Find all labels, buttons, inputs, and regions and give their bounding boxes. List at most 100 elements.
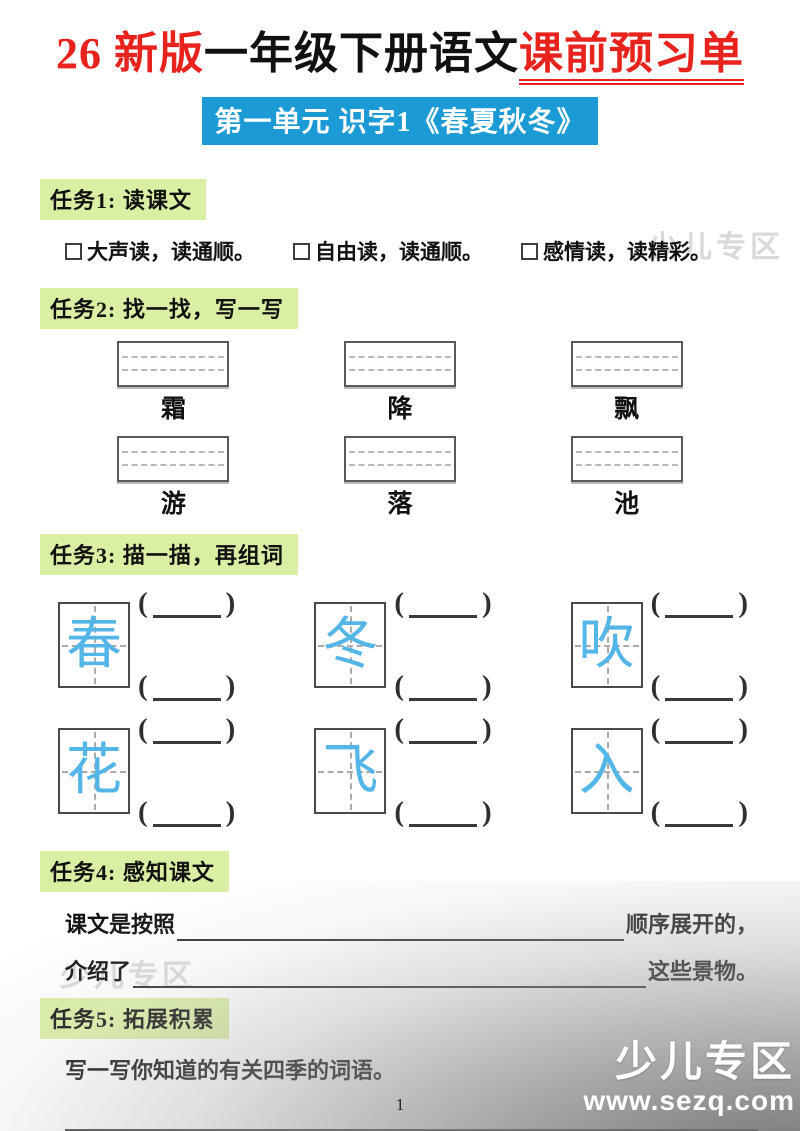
tianzige-box: 冬 (314, 602, 387, 688)
task2-header: 任务2: 找一找，写一写 (40, 288, 298, 329)
paren-open: ( (650, 670, 661, 702)
unit-banner: 第一单元 识字1《春夏秋冬》 (202, 97, 598, 145)
unit-banner-row: 第一单元 识字1《春夏秋冬》 (0, 97, 800, 145)
pinyin-writing-box (117, 341, 230, 387)
fill-in-blank (133, 962, 646, 988)
task1-item-3: 感情读，读精彩。 (521, 236, 711, 266)
pinyin-writing-box (117, 435, 230, 482)
word-blanks: () () (138, 715, 235, 827)
page-number: 1 (395, 1095, 405, 1114)
pinyin-writing-box (344, 435, 456, 482)
task1-checkbox-row: 大声读，读通顺。 自由读，读通顺。 感情读，读精彩。 (65, 236, 800, 266)
paren-close: ) (225, 670, 236, 702)
task3-unit: 春 () () (58, 589, 235, 701)
task2-cell: 飘 (513, 341, 740, 424)
paren-open: ( (394, 713, 404, 745)
trace-character: 花 (66, 740, 122, 802)
task3-unit: 冬 () () (314, 587, 492, 702)
task2-character: 降 (387, 396, 413, 423)
task4-sentence-2: 介绍了 这些景物。 (65, 955, 758, 988)
paren-close: ) (738, 713, 748, 745)
task3-unit: 入 () () (570, 713, 748, 828)
task1-item-label: 感情读，读精彩。 (543, 240, 711, 264)
task4-sentence-1: 课文是按照 顺序展开的， (65, 908, 758, 941)
tianzige-box: 花 (58, 728, 130, 814)
paren-open: ( (394, 796, 404, 828)
task2-character: 池 (614, 490, 640, 518)
trace-character: 飞 (322, 740, 379, 802)
trace-character: 入 (578, 740, 635, 802)
sentence-prefix: 介绍了 (65, 959, 132, 984)
trace-character: 春 (66, 614, 122, 676)
checkbox-icon (293, 242, 310, 260)
task3-trace-grid: 春 () () 冬 () () (58, 589, 748, 827)
word-blank-line (665, 594, 734, 618)
word-blanks: () () (138, 589, 235, 701)
paren-close: ) (482, 796, 492, 828)
title-sheet-type: 课前预习单 (519, 29, 744, 85)
paren-open: ( (138, 670, 148, 702)
word-blank-line (409, 720, 477, 744)
sentence-suffix: 这些景物。 (647, 959, 758, 984)
paren-open: ( (650, 713, 661, 745)
paren-open: ( (138, 713, 148, 745)
paren-close: ) (738, 587, 748, 619)
paren-close: ) (482, 713, 492, 745)
sentence-prefix: 课文是按照 (65, 912, 176, 937)
word-blank-line (152, 720, 221, 744)
task1-item-2: 自由读，读通顺。 (293, 236, 483, 266)
word-blank-line (665, 720, 734, 744)
task1-header: 任务1: 读课文 (40, 179, 206, 220)
task2-character: 落 (387, 490, 413, 518)
task3-header: 任务3: 描一描，再组词 (40, 534, 298, 575)
task1-item-label: 自由读，读通顺。 (315, 240, 483, 264)
word-blank-line (152, 803, 221, 827)
task2-cell: 游 (60, 435, 287, 519)
word-blank-line (665, 803, 734, 827)
site-name-watermark: 少儿专区 (614, 1038, 795, 1086)
word-blank-line (152, 677, 221, 701)
word-blank-line (152, 594, 221, 618)
word-blank-line (409, 803, 477, 827)
paren-close: ) (738, 670, 748, 702)
task3-unit: 吹 () () (570, 589, 748, 701)
paren-close: ) (738, 796, 748, 828)
paren-close: ) (225, 587, 236, 619)
checkbox-icon (65, 242, 82, 260)
paren-open: ( (650, 587, 661, 619)
word-blanks: () () (394, 713, 492, 828)
pinyin-writing-box (570, 435, 683, 482)
trace-character: 冬 (322, 614, 379, 676)
tianzige-box: 春 (58, 602, 130, 688)
tianzige-box: 吹 (570, 602, 643, 688)
task2-cell: 降 (287, 341, 514, 424)
task5-header: 任务5: 拓展积累 (40, 998, 229, 1039)
checkbox-icon (521, 242, 538, 260)
paren-open: ( (650, 796, 661, 828)
task3-unit: 飞 () () (314, 713, 492, 828)
task2-writing-grid: 霜 降 飘 游 落 (60, 341, 740, 518)
task2-cell: 池 (513, 435, 740, 519)
title-edition: 26 新版 (56, 29, 204, 78)
word-blank-line (409, 677, 477, 701)
paren-close: ) (225, 796, 236, 828)
title-grade: 一年级下册语文 (204, 29, 519, 78)
paren-close: ) (482, 587, 492, 619)
task4-header: 任务4: 感知课文 (40, 851, 229, 892)
paren-close: ) (482, 670, 492, 702)
trace-character: 吹 (578, 614, 635, 676)
inline-watermark: 少儿专区 (648, 231, 784, 264)
paren-open: ( (138, 796, 148, 828)
task2-cell: 霜 (60, 341, 287, 424)
tianzige-box: 飞 (314, 728, 387, 814)
word-blanks: () () (651, 589, 748, 701)
fill-in-blank (177, 915, 624, 941)
paren-open: ( (138, 587, 148, 619)
task2-cell: 落 (287, 435, 514, 519)
word-blanks: () () (394, 587, 492, 702)
pinyin-writing-box (344, 341, 456, 387)
pinyin-writing-box (570, 341, 683, 387)
task3-unit: 花 () () (58, 715, 235, 827)
task2-character: 霜 (160, 396, 186, 423)
